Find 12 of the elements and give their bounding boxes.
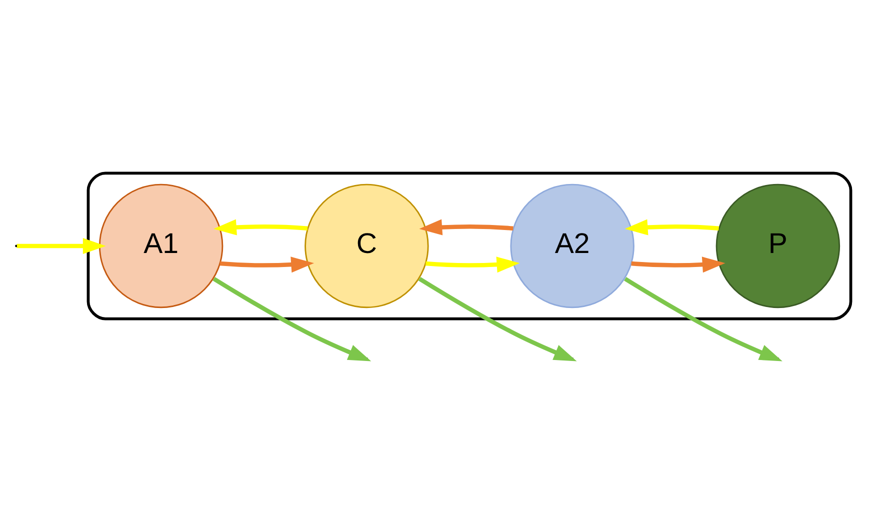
arrow (630, 256, 725, 273)
node-circle: C (304, 184, 428, 308)
node-circle: A1 (98, 184, 223, 308)
arrow (418, 219, 513, 236)
node-circle: A2 (510, 184, 634, 308)
arrow (219, 256, 314, 273)
cluster (86, 172, 852, 320)
arrow (425, 256, 520, 273)
arrow (16, 238, 106, 254)
arrow (624, 219, 718, 236)
arrow (213, 219, 308, 236)
node-circle: P (715, 184, 840, 308)
